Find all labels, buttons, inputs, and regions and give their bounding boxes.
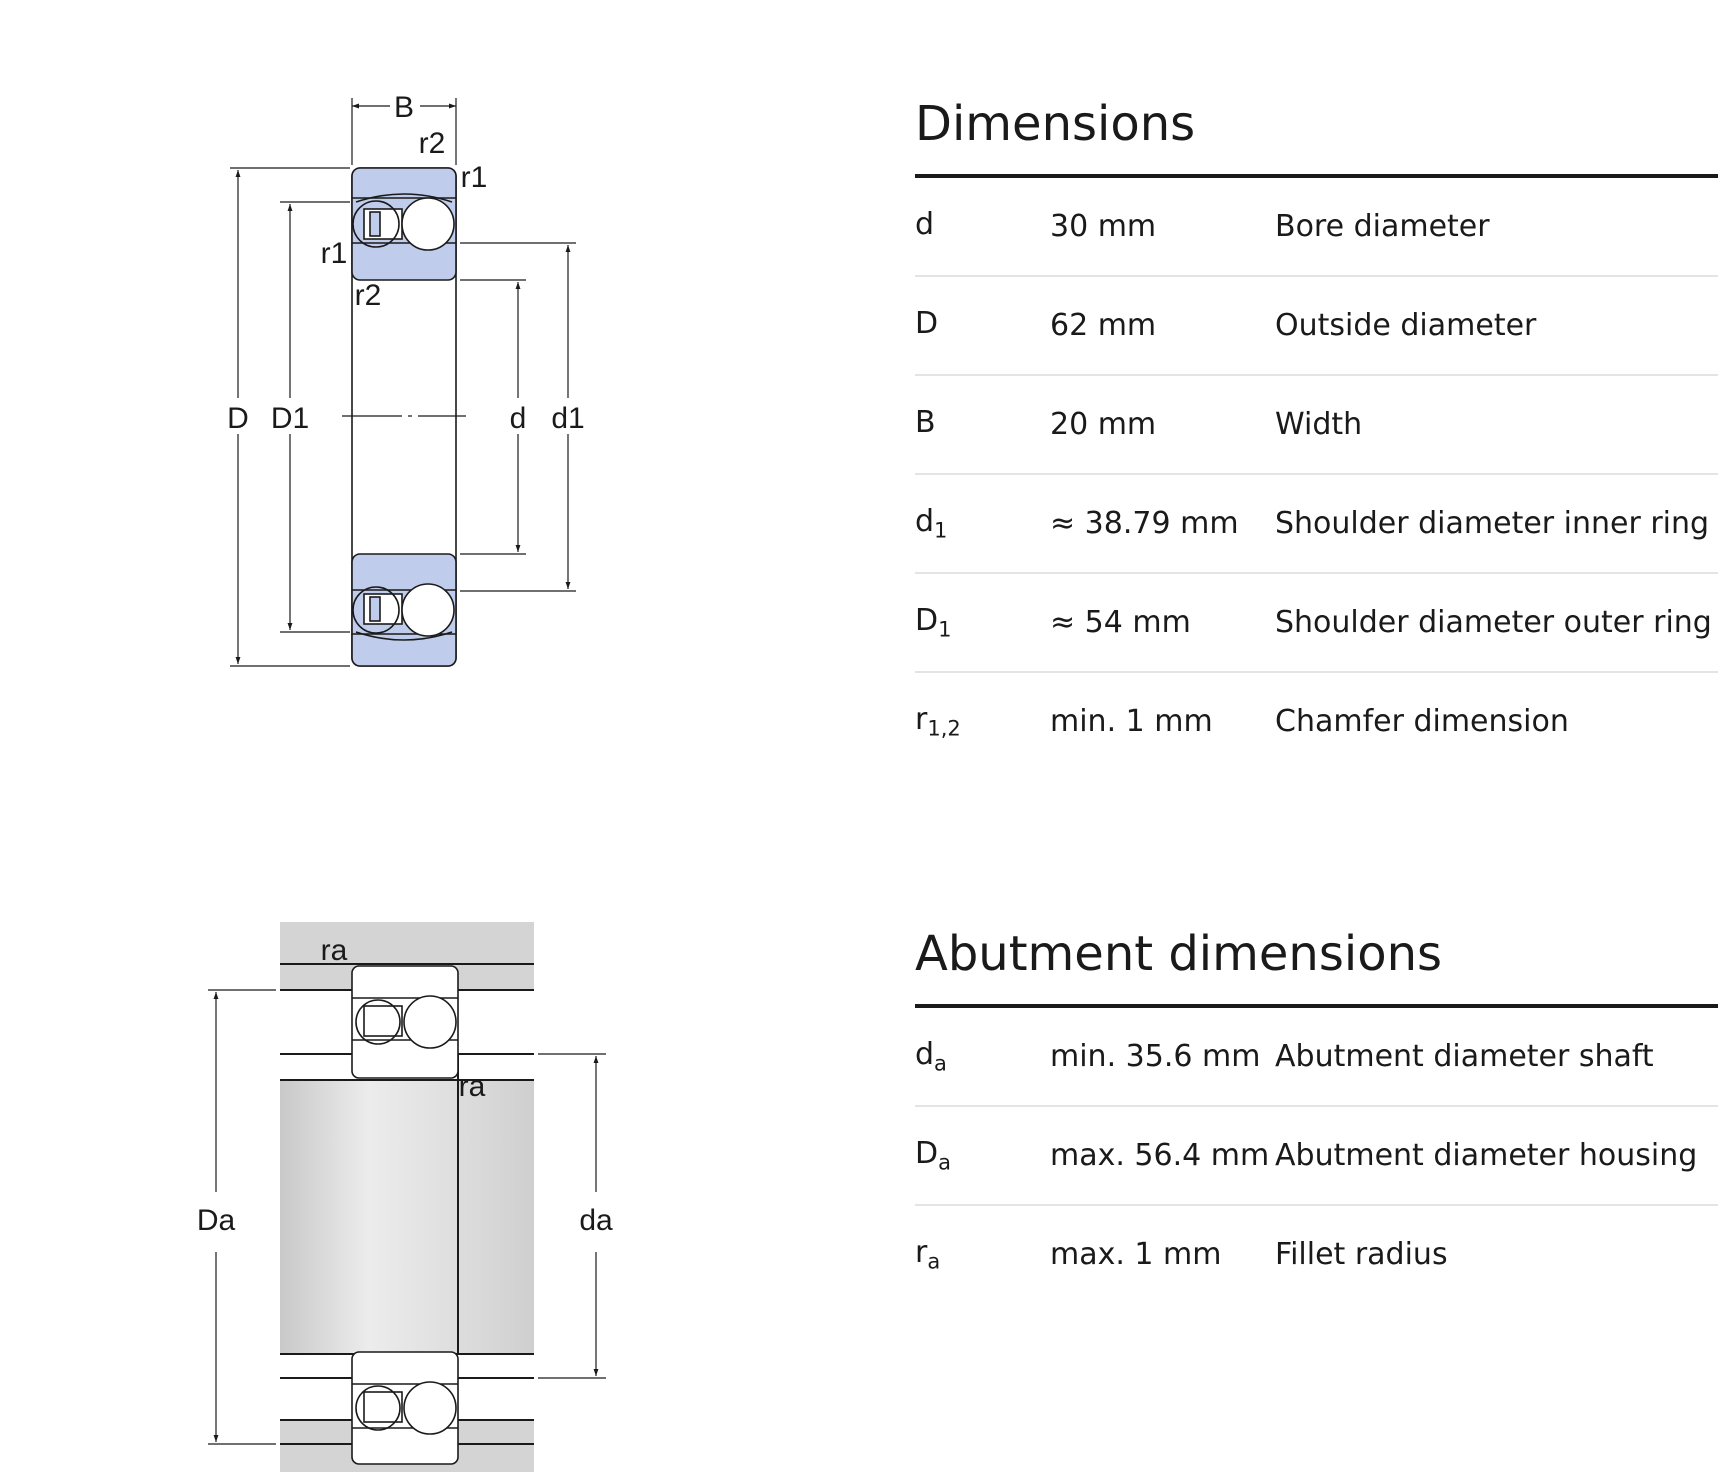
label-d: d <box>510 402 527 435</box>
dimension-description: Shoulder diameter inner ring <box>1275 506 1710 541</box>
dimension-symbol: d1 <box>915 504 948 543</box>
abutment-value: max. 1 mm <box>1050 1237 1222 1272</box>
top-ball-right <box>401 197 455 251</box>
dimension-row: B 20 mm Width <box>915 376 1718 475</box>
top-diagram-labels: B r2 r1 r1 r2 D D1 d d1 <box>227 91 585 435</box>
bearing-diagrams: B r2 r1 r1 r2 D D1 d d1 <box>197 91 613 1472</box>
dimension-value: ≈ 38.79 mm <box>1050 506 1239 541</box>
label-ra-top: ra <box>321 934 348 967</box>
abutment-description: Fillet radius <box>1275 1237 1448 1272</box>
top-dimension-lines <box>230 98 576 667</box>
shaft <box>280 1080 534 1354</box>
label-r1-top: r1 <box>461 161 488 194</box>
bottom-dimension-lines <box>208 989 606 1445</box>
dimension-description: Shoulder diameter outer ring <box>1275 605 1712 640</box>
abutment-row: ra max. 1 mm Fillet radius <box>915 1206 1718 1303</box>
dimension-symbol: D <box>915 306 939 342</box>
abutment-symbol: ra <box>915 1235 941 1274</box>
top-ball-left <box>352 200 400 248</box>
label-d1: d1 <box>551 402 584 435</box>
label-r2-top: r2 <box>419 127 446 160</box>
label-Da: Da <box>197 1204 236 1237</box>
dimension-symbol: B <box>915 405 936 441</box>
bearing-section-diagram <box>342 167 466 667</box>
dimensions-section: Dimensions d 30 mm Bore diameter D 62 mm… <box>915 100 1718 770</box>
dimension-value: min. 1 mm <box>1050 704 1213 739</box>
dimensions-title: Dimensions <box>915 100 1718 178</box>
dimension-description: Width <box>1275 407 1363 442</box>
dimension-value: 30 mm <box>1050 209 1157 244</box>
abutment-row: da min. 35.6 mm Abutment diameter shaft <box>915 1008 1718 1107</box>
abutment-value: max. 56.4 mm <box>1050 1138 1270 1173</box>
abutment-diagram <box>280 922 534 1472</box>
abutment-title: Abutment dimensions <box>915 930 1718 1008</box>
dimension-value: 20 mm <box>1050 407 1157 442</box>
dimension-row: r1,2 min. 1 mm Chamfer dimension <box>915 673 1718 770</box>
bottom-ball-right <box>401 583 455 637</box>
abutment-symbol: Da <box>915 1136 951 1175</box>
dimension-value: 62 mm <box>1050 308 1157 343</box>
label-da: da <box>579 1204 613 1237</box>
abutment-symbol: da <box>915 1037 947 1076</box>
dimension-value: ≈ 54 mm <box>1050 605 1191 640</box>
dimension-description: Bore diameter <box>1275 209 1490 244</box>
bottom-ball-left <box>352 586 400 634</box>
dimension-symbol: d <box>915 207 935 243</box>
dimension-description: Chamfer dimension <box>1275 704 1569 739</box>
dimension-row: d1 ≈ 38.79 mm Shoulder diameter inner ri… <box>915 475 1718 574</box>
label-D1: D1 <box>271 402 309 435</box>
abutment-value: min. 35.6 mm <box>1050 1039 1261 1074</box>
dimension-symbol: D1 <box>915 603 952 642</box>
label-D: D <box>227 402 249 435</box>
abutment-list: da min. 35.6 mm Abutment diameter shaft … <box>915 1008 1718 1303</box>
abutment-description: Abutment diameter housing <box>1275 1138 1698 1173</box>
dimension-description: Outside diameter <box>1275 308 1537 343</box>
label-r2-left: r2 <box>355 279 382 312</box>
bottom-diagram-labels: ra ra Da da <box>197 934 613 1237</box>
abutment-section: Abutment dimensions da min. 35.6 mm Abut… <box>915 930 1718 1303</box>
dimension-row: D1 ≈ 54 mm Shoulder diameter outer ring <box>915 574 1718 673</box>
abutment-description: Abutment diameter shaft <box>1275 1039 1654 1074</box>
label-ra-mid: ra <box>459 1070 486 1103</box>
dimension-symbol: r1,2 <box>915 702 961 741</box>
dimension-row: d 30 mm Bore diameter <box>915 178 1718 277</box>
dimension-row: D 62 mm Outside diameter <box>915 277 1718 376</box>
label-r1-left: r1 <box>321 237 348 270</box>
abutment-row: Da max. 56.4 mm Abutment diameter housin… <box>915 1107 1718 1206</box>
label-B: B <box>394 91 414 124</box>
dimensions-list: d 30 mm Bore diameter D 62 mm Outside di… <box>915 178 1718 770</box>
